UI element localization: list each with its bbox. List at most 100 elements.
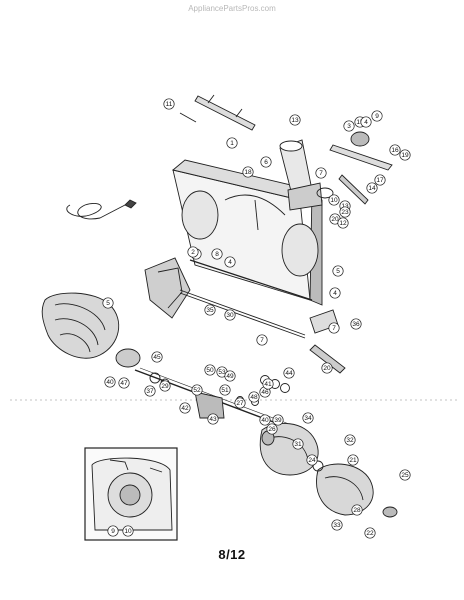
discharge-chute (279, 139, 323, 211)
callout-number: 10 (124, 528, 132, 535)
callout-circle (118, 377, 130, 389)
callout-number: 10 (330, 197, 338, 204)
callout-number: 9 (111, 528, 115, 535)
callout-number: 49 (226, 373, 234, 380)
power-cord (66, 199, 137, 220)
callout-circle (163, 98, 175, 110)
callout-circle (144, 385, 156, 397)
callout-circle (122, 525, 134, 537)
callout-number: 14 (368, 185, 376, 192)
callout-circle (289, 114, 301, 126)
callout-number: 18 (244, 169, 252, 176)
callout-number: 34 (304, 415, 312, 422)
callout-number: 20 (323, 365, 331, 372)
callout-number: 2 (191, 249, 195, 256)
callout-circle (224, 370, 236, 382)
callout-circle (211, 248, 223, 260)
callout-circle (337, 217, 349, 229)
callout-circle (329, 287, 341, 299)
callout-number: 44 (285, 370, 293, 377)
callout-number: 1 (230, 140, 234, 147)
callout-circle (344, 434, 356, 446)
callout-circle (360, 116, 372, 128)
callout-circle (339, 206, 351, 218)
callout-number: 42 (181, 405, 189, 412)
callout-number: 24 (308, 457, 316, 464)
callout-number: 5 (106, 300, 110, 307)
callout-circle (350, 318, 362, 330)
callout-number: 26 (268, 426, 276, 433)
callout-circle (207, 413, 219, 425)
callout-circle (292, 438, 304, 450)
watermark: AppliancePartsPros.com (188, 4, 276, 13)
callout-number: 4 (228, 259, 232, 266)
callout-number: 35 (206, 307, 214, 314)
auger-left (41, 292, 120, 359)
callout-circle (328, 194, 340, 206)
callout-circle (224, 309, 236, 321)
callout-number: 48 (250, 394, 258, 401)
callout-circle (256, 334, 268, 346)
callout-circle (364, 527, 376, 539)
callout-circle (399, 469, 411, 481)
callout-number: 17 (376, 177, 384, 184)
callout-number: 20 (331, 216, 339, 223)
callout-circle (151, 351, 163, 363)
rod (179, 289, 306, 339)
callout-number: 7 (319, 170, 323, 177)
callout-number: 40 (106, 379, 114, 386)
callout-number: 25 (401, 472, 409, 479)
callout-circle (187, 246, 199, 258)
callout-number: 19 (401, 152, 409, 159)
callout-circle (321, 362, 333, 374)
callout-number: 3 (347, 123, 351, 130)
chute-bracket (316, 131, 393, 205)
callout-number: 27 (236, 400, 244, 407)
callout-number: 30 (226, 312, 234, 319)
callout-circle (204, 364, 216, 376)
callout-circle (343, 120, 355, 132)
callout-number: 36 (352, 321, 360, 328)
page-number: 8/12 (218, 547, 246, 562)
callout-circle (371, 110, 383, 122)
callout-number: 4 (364, 119, 368, 126)
callout-circle (260, 156, 272, 168)
callout-circle (191, 384, 203, 396)
callout-circle (219, 384, 231, 396)
callout-circle (242, 166, 254, 178)
callout-number: 16 (391, 147, 399, 154)
callout-circle (366, 182, 378, 194)
callout-number: 51 (221, 387, 229, 394)
inset-detail (84, 447, 178, 541)
callout-circle (204, 304, 216, 316)
callout-number: 39 (274, 417, 282, 424)
callout-number: 23 (341, 209, 349, 216)
callout-labels: 1111813631549161917141071320122358443524… (102, 98, 411, 539)
callout-number: 29 (161, 383, 169, 390)
callout-circle (331, 519, 343, 531)
callout-number: 4 (333, 290, 337, 297)
callout-number: 5 (336, 268, 340, 275)
callout-circle (374, 174, 386, 186)
callout-circle (226, 137, 238, 149)
callout-number: 50 (206, 367, 214, 374)
callout-number: 15 (356, 119, 364, 126)
gearbox-cover (144, 257, 191, 319)
callout-number: 6 (264, 159, 268, 166)
callout-number: 37 (146, 388, 154, 395)
callout-number: 12 (339, 220, 347, 227)
callout-number: 28 (353, 507, 361, 514)
callout-number: 9 (375, 113, 379, 120)
callout-number: 45 (153, 354, 161, 361)
callout-circle (302, 412, 314, 424)
callout-circle (179, 402, 191, 414)
callout-circle (315, 167, 327, 179)
callout-circle (224, 256, 236, 268)
auger-right-lower (312, 460, 398, 518)
callout-circle (262, 378, 274, 390)
callout-number: 32 (346, 437, 354, 444)
callout-number: 21 (349, 457, 357, 464)
callout-circle (306, 454, 318, 466)
callout-circle (283, 367, 295, 379)
